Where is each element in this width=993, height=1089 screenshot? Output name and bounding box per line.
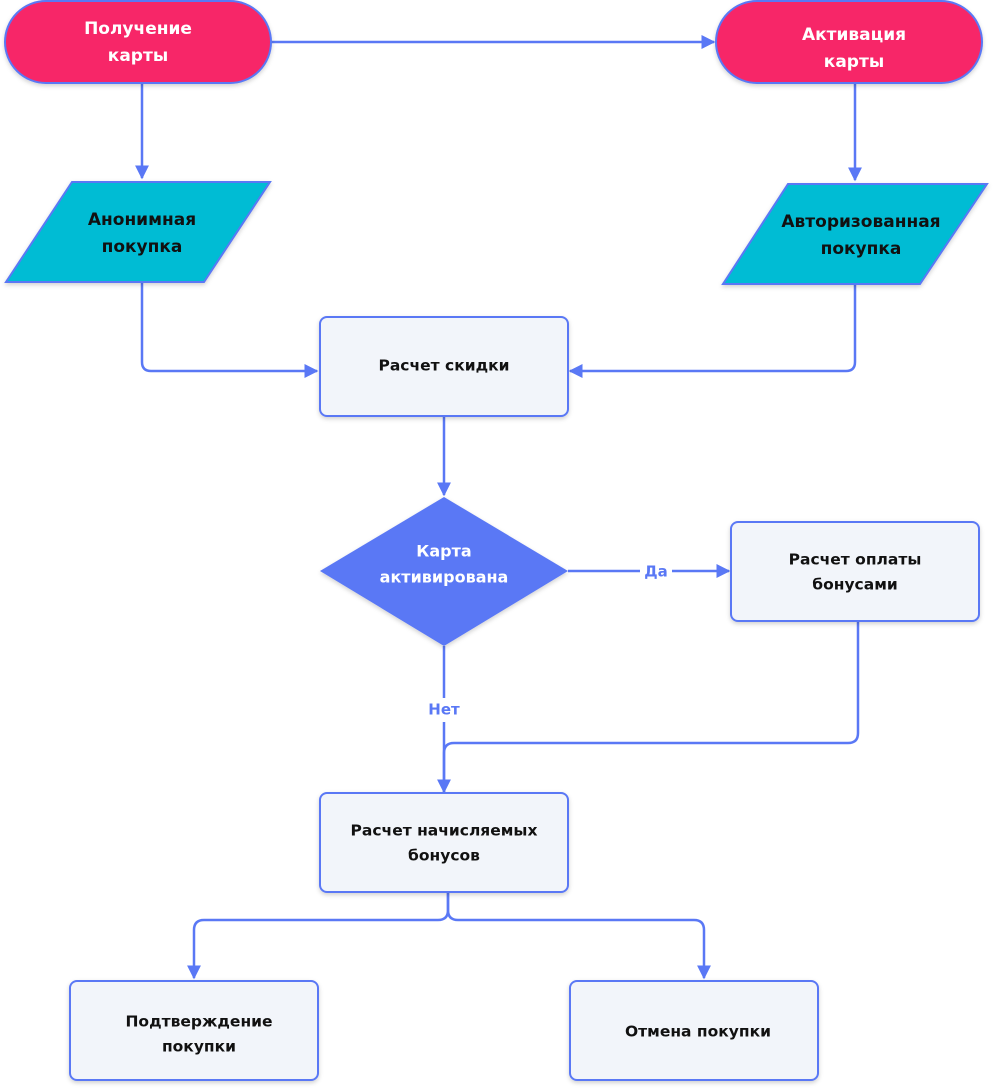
node-confirm: Подтверждение покупки [69, 980, 319, 1081]
node-bonus-payment-line2: бонусами [812, 576, 897, 594]
node-bonus-payment: Расчет оплаты бонусами [730, 521, 980, 622]
node-cancel: Отмена покупки [569, 980, 819, 1081]
node-get-card-line2: карты [108, 46, 168, 66]
node-cancel-line1: Отмена покупки [625, 1023, 771, 1041]
no-label-bg [422, 698, 466, 722]
node-accrued-bonus-line1: Расчет начисляемых [351, 822, 538, 840]
node-auth-purchase-line1: Авторизованная [781, 212, 940, 232]
edge-bonus-to-accrued [442, 622, 860, 792]
node-activate-card-line2: карты [824, 52, 884, 72]
node-get-card: Получение карты [4, 0, 272, 84]
node-get-card-line1: Получение [84, 19, 192, 39]
node-accrued-bonus-line2: бонусов [408, 847, 480, 865]
edge-accrued-to-confirm [187, 893, 450, 980]
node-accrued-bonus: Расчет начисляемых бонусов [319, 792, 569, 893]
node-activate-card-line1: Активация [802, 25, 906, 45]
node-auth-purchase-line2: покупка [821, 239, 902, 259]
node-auth-purchase: Авторизованная покупка [721, 183, 989, 285]
node-activate-card: Активация карты [715, 0, 983, 84]
node-anon-purchase-line1: Анонимная [88, 210, 196, 230]
edge-label-no: Нет [428, 701, 460, 719]
node-discount-line1: Расчет скидки [378, 357, 509, 375]
node-confirm-line1: Подтверждение [125, 1013, 272, 1031]
node-card-activated-line1: Карта [416, 542, 471, 561]
edge-auth-to-discount [568, 284, 857, 378]
edge-label-yes: Да [644, 563, 667, 581]
node-discount: Расчет скидки [319, 316, 569, 417]
edges [135, 35, 862, 980]
node-card-activated: Карта активирована [320, 497, 568, 646]
node-bonus-payment-line1: Расчет оплаты [789, 551, 922, 569]
node-confirm-line2: покупки [162, 1038, 236, 1056]
yes-label-bg [640, 560, 672, 582]
node-anon-purchase-line2: покупка [102, 237, 183, 257]
node-anon-purchase: Анонимная покупка [4, 181, 272, 283]
node-card-activated-line2: активирована [380, 568, 509, 587]
edge-accrued-to-cancel [446, 893, 711, 980]
edge-anon-to-discount [140, 282, 319, 378]
